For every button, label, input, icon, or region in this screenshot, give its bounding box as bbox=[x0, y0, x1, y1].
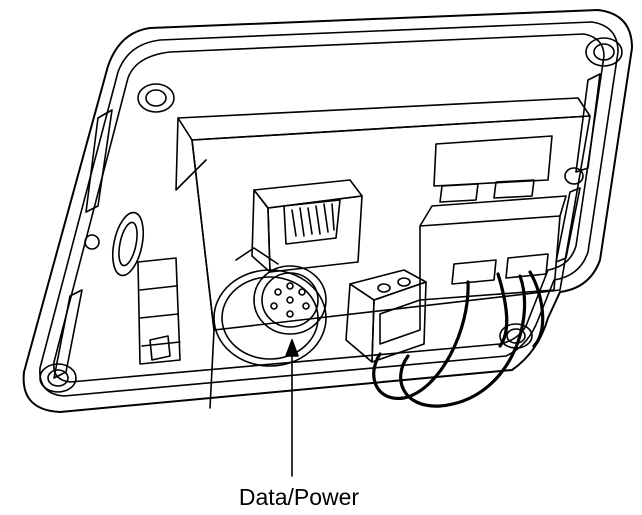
jumper-wires bbox=[372, 270, 545, 408]
mounting-frame bbox=[22, 9, 633, 413]
corner-mounting-bosses bbox=[39, 37, 623, 393]
modular-jack bbox=[251, 179, 363, 273]
callout-leader bbox=[285, 339, 299, 477]
side-connector-stack bbox=[137, 257, 181, 365]
circular-connector bbox=[213, 247, 327, 367]
data-power-callout-label: Data/Power bbox=[238, 484, 360, 510]
terminal-block bbox=[345, 269, 427, 363]
inner-housing bbox=[175, 97, 591, 409]
